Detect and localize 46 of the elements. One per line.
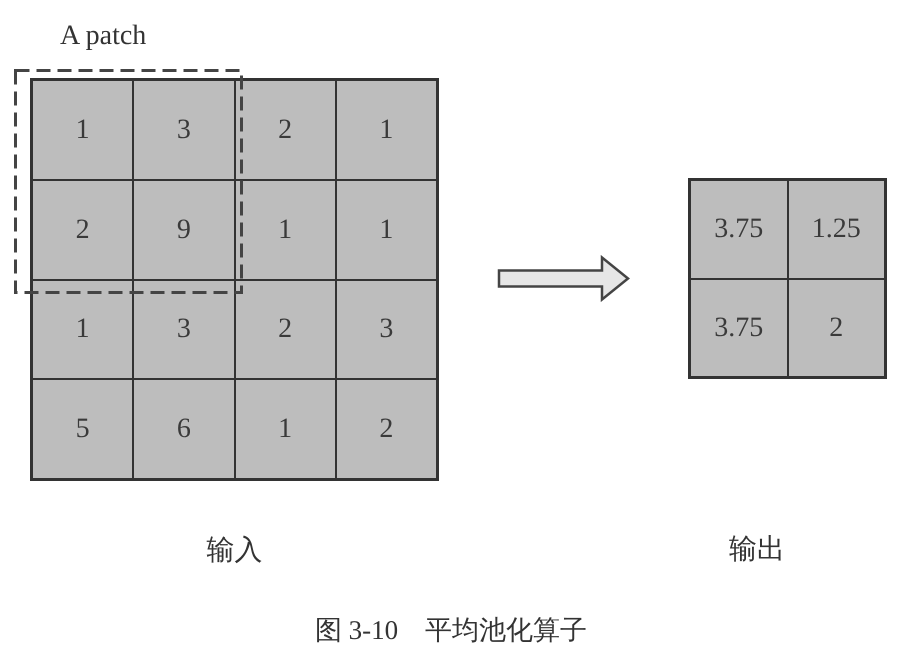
grid-caption: 输入 (206, 534, 262, 568)
grid-cell (336, 379, 437, 479)
cell-value: 3 (176, 313, 191, 346)
cell-value: 1 (76, 114, 90, 146)
grid-cell (133, 180, 234, 280)
grid-cell (234, 280, 336, 380)
grid-cell (32, 80, 134, 180)
cell-value: 3.75 (714, 312, 764, 344)
cell-value: 2 (76, 214, 90, 246)
cell-value: 5 (76, 413, 90, 446)
grid-caption: 输出 (729, 533, 785, 567)
patch-label: A patch (60, 20, 146, 52)
figure-caption: 图 3-10 平均池化算子 (314, 614, 588, 647)
cell-value: 3.75 (714, 213, 764, 246)
cell-value: 1.25 (812, 213, 861, 246)
output-grid (688, 178, 887, 379)
grid-cell (234, 80, 336, 180)
grid-cell (133, 80, 234, 180)
cell-value: 2 (278, 114, 292, 146)
cell-value: 1 (278, 214, 292, 246)
grid-cell (234, 379, 336, 479)
cell-value: 3 (379, 313, 394, 346)
cell-value: 2 (278, 313, 292, 346)
cell-value: 9 (176, 214, 191, 246)
cell-value: 6 (176, 413, 191, 446)
grid-cell (788, 278, 885, 377)
cell-value: 1 (76, 313, 90, 346)
grid-cell (788, 180, 885, 278)
grid-cell (32, 180, 134, 280)
grid-cell (32, 280, 134, 380)
cell-value: 1 (379, 214, 394, 246)
grid-cell (690, 180, 788, 278)
grid-cell (234, 180, 336, 280)
cell-value: 2 (379, 413, 394, 446)
cell-value: 1 (379, 114, 394, 146)
grid-cell (690, 278, 788, 377)
grid-cell (32, 379, 134, 479)
grid-cell (336, 280, 437, 380)
block-arrow (498, 254, 630, 302)
grid-cell (336, 180, 437, 280)
cell-value: 1 (278, 413, 292, 446)
grid-cell (133, 379, 234, 479)
cell-value: 2 (829, 312, 844, 344)
cell-value: 3 (176, 114, 191, 146)
grid-cell (336, 80, 437, 180)
grid-cell (133, 280, 234, 380)
